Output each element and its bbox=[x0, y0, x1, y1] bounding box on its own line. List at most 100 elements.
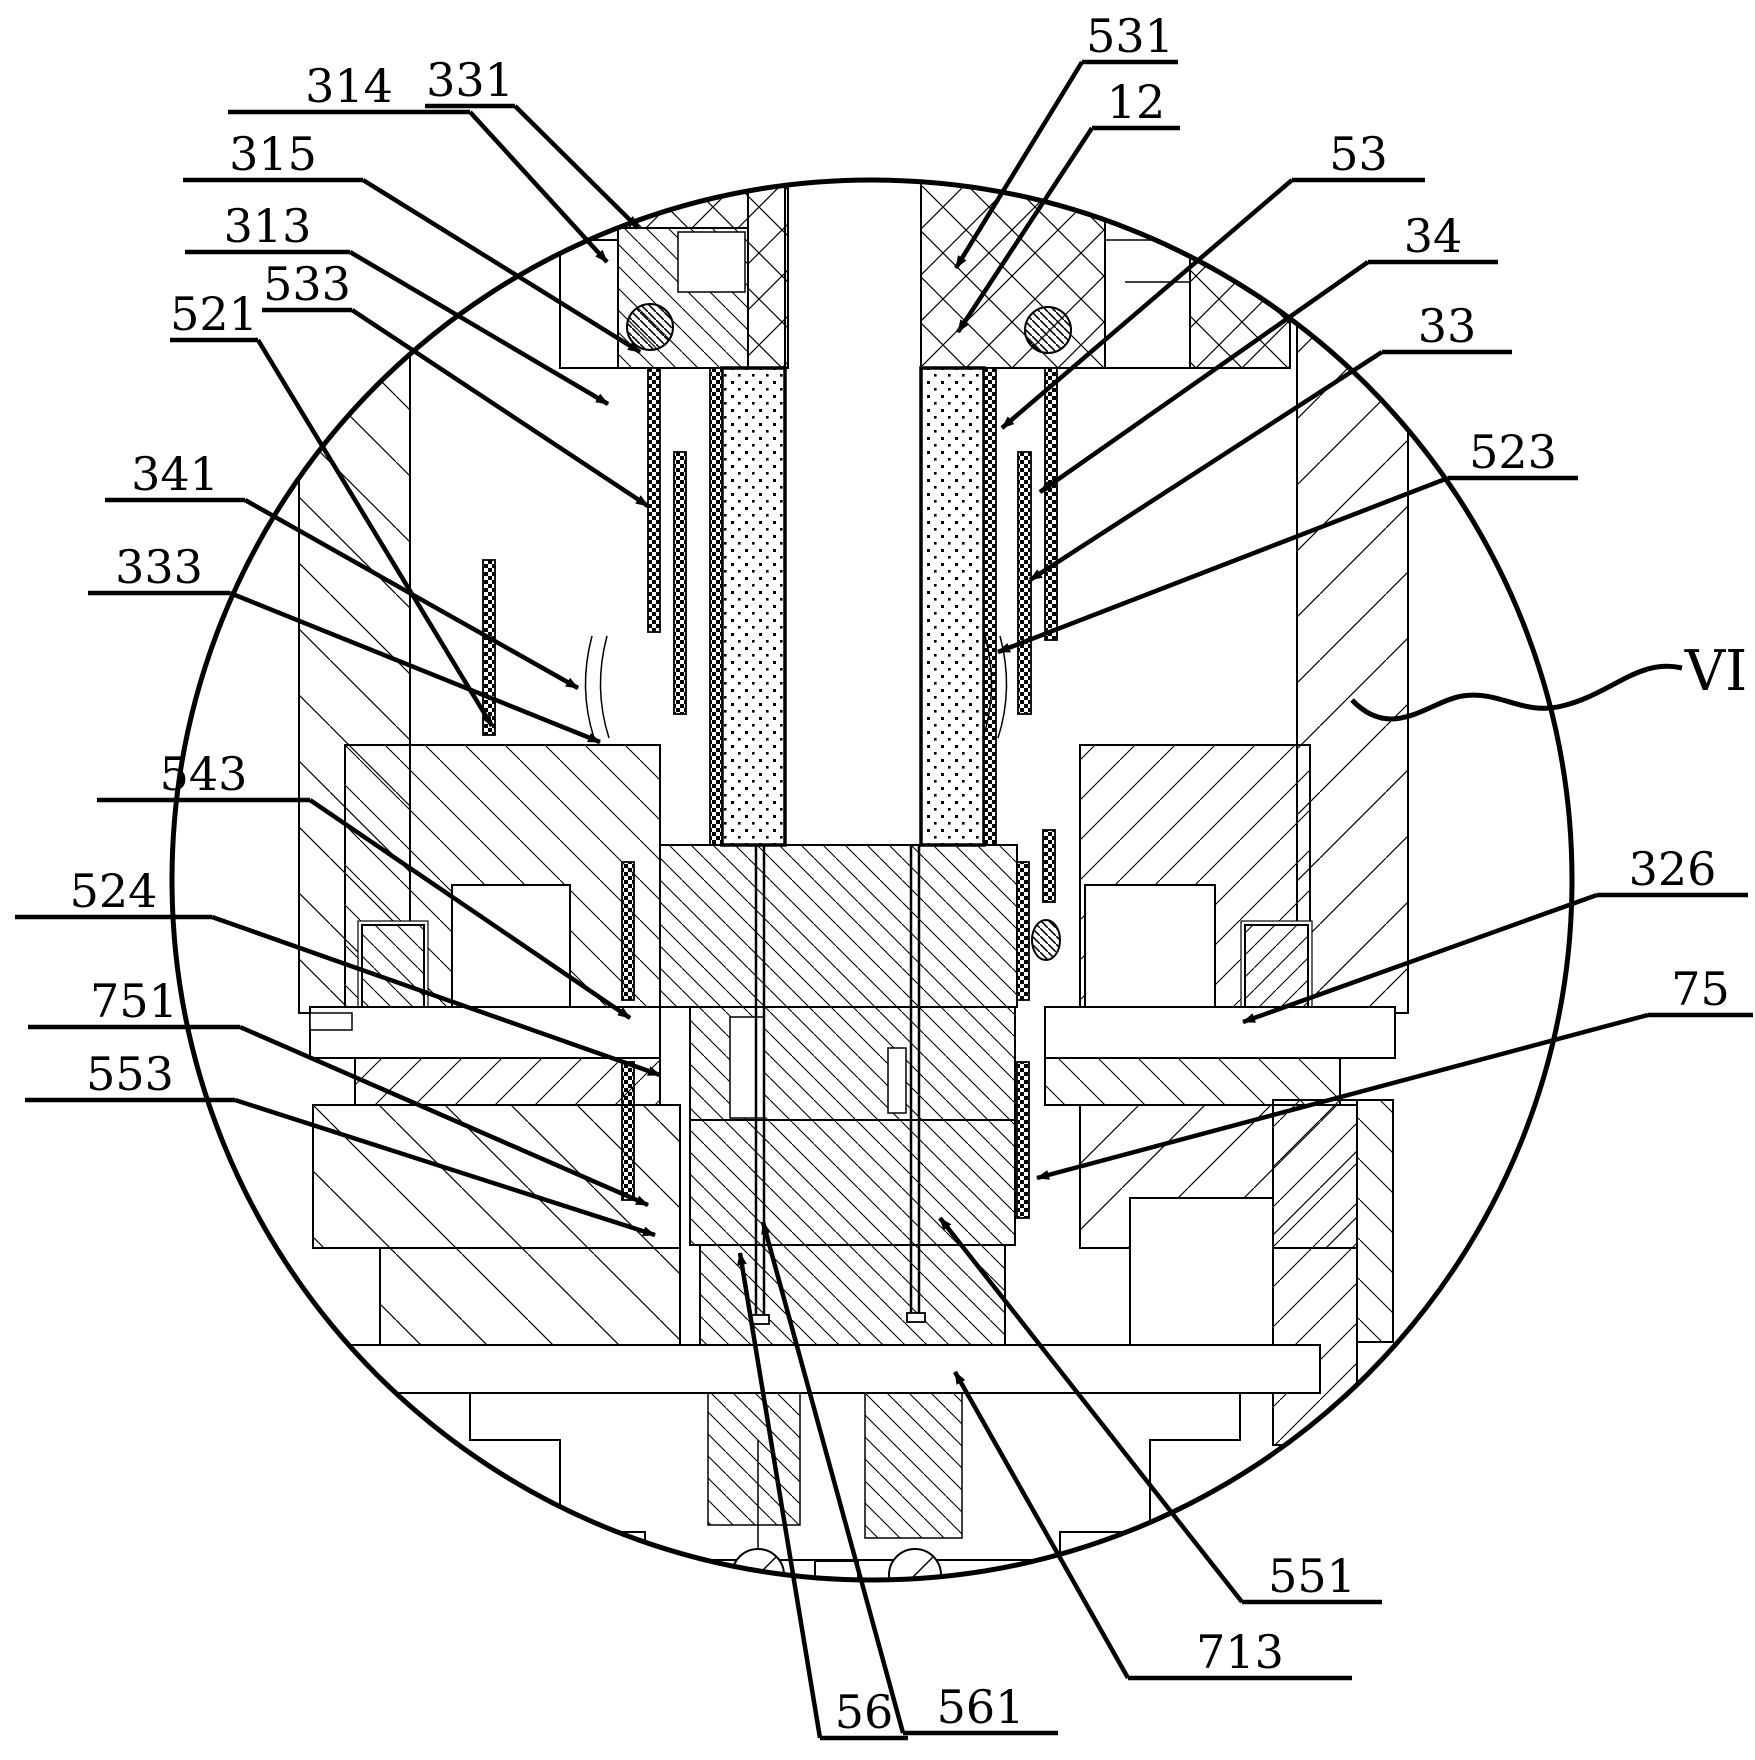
o-ring-right-lower bbox=[1031, 919, 1061, 961]
left-cross-column bbox=[747, 184, 789, 369]
left-window bbox=[451, 884, 571, 1008]
ref-12: 12 bbox=[956, 75, 1180, 334]
ref-leader-521 bbox=[256, 338, 494, 728]
ref-number-561: 561 bbox=[937, 1680, 1025, 1734]
ref-521: 521 bbox=[170, 287, 494, 728]
right-outer-wall bbox=[1296, 277, 1409, 1014]
ref-leader-523 bbox=[997, 475, 1449, 655]
ref-leader-313 bbox=[348, 250, 610, 406]
rod-foot-right bbox=[906, 1312, 926, 1323]
ref-leader-531 bbox=[954, 60, 1084, 270]
ref-number-521: 521 bbox=[170, 287, 258, 341]
ref-313: 313 bbox=[185, 199, 610, 406]
ref-leader-524 bbox=[211, 914, 661, 1078]
ref-number-333: 333 bbox=[115, 540, 203, 594]
ref-315: 315 bbox=[183, 127, 642, 354]
ref-leader-315 bbox=[361, 178, 642, 354]
ref-713: 713 bbox=[953, 1370, 1352, 1681]
right-insert bbox=[1244, 924, 1309, 1008]
ref-34: 34 bbox=[1038, 209, 1498, 494]
ref-leader-33 bbox=[1028, 350, 1384, 582]
key-slot bbox=[814, 1560, 859, 1580]
bonnet-upper bbox=[659, 844, 1018, 1008]
ref-leader-341 bbox=[243, 498, 580, 690]
ref-number-523: 523 bbox=[1469, 425, 1557, 479]
ref-number-533: 533 bbox=[263, 257, 351, 311]
ref-341: 341 bbox=[105, 447, 580, 690]
ref-leader-326 bbox=[1242, 892, 1598, 1025]
ref-number-53: 53 bbox=[1329, 127, 1388, 181]
ref-56: 56 bbox=[737, 1252, 908, 1741]
ref-33: 33 bbox=[1028, 299, 1512, 582]
ref-number-33: 33 bbox=[1418, 299, 1477, 353]
o-ring-left-upper bbox=[626, 303, 674, 351]
ref-543: 543 bbox=[97, 747, 632, 1020]
ref-leader-751 bbox=[239, 1024, 649, 1208]
ref-number-314: 314 bbox=[305, 59, 393, 113]
ref-531: 531 bbox=[954, 9, 1178, 270]
ref-number-713: 713 bbox=[1196, 1625, 1284, 1679]
packing-left bbox=[720, 366, 787, 847]
right-cross-column bbox=[1189, 194, 1291, 369]
ref-number-553: 553 bbox=[86, 1047, 174, 1101]
ref-leader-56 bbox=[737, 1252, 823, 1739]
left-base-wedge bbox=[379, 1247, 681, 1346]
left-gland-notch bbox=[677, 231, 746, 293]
bonnet-slot-right bbox=[887, 1047, 907, 1114]
ref-leader-533 bbox=[350, 308, 650, 508]
ref-leader-551 bbox=[938, 1216, 1244, 1604]
pedestal-boss-left bbox=[707, 1392, 801, 1526]
pedestal-boss-right bbox=[864, 1392, 963, 1539]
ref-number-326: 326 bbox=[1629, 842, 1717, 896]
ref-53: 53 bbox=[1000, 127, 1425, 430]
ref-number-341: 341 bbox=[131, 447, 219, 501]
section-structure bbox=[298, 180, 1409, 1580]
ref-551: 551 bbox=[938, 1216, 1382, 1605]
ref-533: 533 bbox=[262, 257, 650, 508]
right-lower-strip-wall bbox=[1356, 1099, 1394, 1343]
ref-331: 331 bbox=[425, 53, 640, 230]
ref-leader-561 bbox=[760, 1221, 906, 1734]
ref-number-75: 75 bbox=[1671, 962, 1730, 1016]
ref-leader-331 bbox=[513, 104, 640, 230]
ref-leader-53 bbox=[1000, 178, 1294, 430]
ref-leader-543 bbox=[308, 798, 632, 1020]
ref-leader-333 bbox=[229, 590, 601, 745]
right-lower-band bbox=[1044, 1057, 1341, 1106]
ref-leader-12 bbox=[956, 126, 1094, 334]
ref-leader-75 bbox=[1036, 1012, 1649, 1181]
ref-leader-553 bbox=[234, 1097, 656, 1238]
ref-number-12: 12 bbox=[1107, 75, 1166, 129]
ref-leader-713 bbox=[953, 1370, 1130, 1680]
right-flange-band bbox=[1044, 1006, 1396, 1059]
ref-leader-34 bbox=[1038, 260, 1370, 494]
ref-number-313: 313 bbox=[224, 199, 312, 253]
bottom-plate bbox=[334, 1344, 1321, 1394]
left-spacer-column bbox=[559, 239, 619, 369]
right-window bbox=[1084, 884, 1216, 1008]
ref-leader-314 bbox=[468, 110, 609, 264]
ref-751: 751 bbox=[28, 974, 649, 1208]
left-insert bbox=[361, 924, 425, 1008]
ref-number-543: 543 bbox=[160, 747, 248, 801]
ref-number-524: 524 bbox=[70, 864, 158, 918]
bonnet-tower bbox=[689, 1119, 1016, 1246]
packing-right bbox=[919, 366, 986, 847]
stem-rods bbox=[754, 845, 921, 1318]
o-ring-right-upper bbox=[1024, 306, 1072, 354]
view-label: VI bbox=[1684, 639, 1748, 704]
ref-number-751: 751 bbox=[90, 974, 178, 1028]
ref-number-551: 551 bbox=[1268, 1549, 1356, 1603]
ref-561: 561 bbox=[760, 1221, 1058, 1736]
ref-333: 333 bbox=[88, 540, 601, 745]
bonnet-slot-left bbox=[729, 1016, 765, 1119]
ref-number-56: 56 bbox=[835, 1685, 894, 1739]
detail-circle bbox=[169, 177, 1575, 1583]
ref-524: 524 bbox=[15, 864, 661, 1078]
ref-326: 326 bbox=[1242, 842, 1748, 1025]
ref-number-531: 531 bbox=[1086, 9, 1174, 63]
view-squiggle bbox=[1350, 663, 1683, 722]
right-cross-block bbox=[920, 180, 1106, 369]
